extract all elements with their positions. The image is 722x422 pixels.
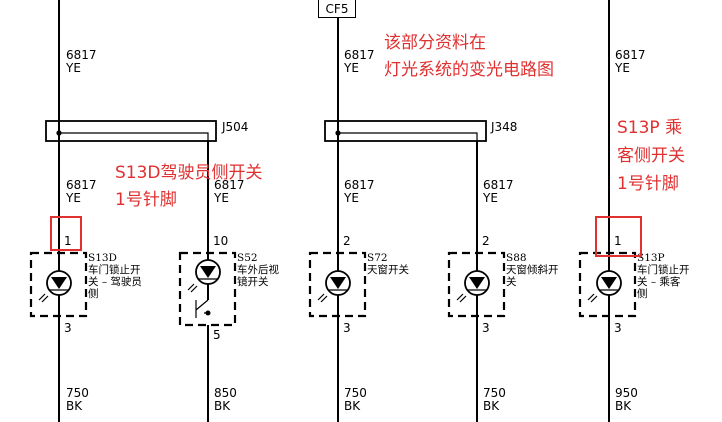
pin-bottom-s88: 3 (482, 321, 490, 335)
pin-top-s72: 2 (343, 234, 351, 248)
pin-top-s13d: 1 (64, 234, 72, 248)
pin-bottom-s52: 5 (213, 328, 221, 342)
annotation-passenger-pin: S13P 乘 客侧开关 1号针脚 (617, 118, 685, 194)
wire-label-bottom-2: 850 BK (214, 386, 237, 413)
pin-bottom-s13p: 3 (614, 321, 622, 335)
wire-label-top-3: 6817 YE (344, 48, 375, 75)
wire-label-bottom-4: 750 BK (483, 386, 506, 413)
connector-box-j348 (324, 120, 487, 142)
connector-cf5: CF5 (318, 0, 356, 18)
wire-label-mid-4: 6817 YE (483, 178, 514, 205)
wire-label-bottom-3: 750 BK (344, 386, 367, 413)
connector-label-j504: J504 (222, 120, 249, 134)
wire-label-top-1: 6817 YE (66, 48, 97, 75)
wire-label-bottom-1: 750 BK (66, 386, 89, 413)
annotation-driver-pin: S13D驾驶员侧开关 1号针脚 (115, 163, 263, 210)
pin-top-s52: 10 (213, 234, 229, 248)
switch-s13d-symbol (29, 250, 88, 318)
wire-label-bottom-5: 950 BK (615, 386, 638, 413)
connector-label-j348: J348 (491, 120, 518, 134)
wire-label-top-5: 6817 YE (615, 48, 646, 75)
wire-label-mid-2: 6817 YE (214, 178, 245, 205)
switch-label-s13p: S13P 车门锁止开 关 – 乘客 侧 (637, 252, 690, 300)
splice-bus-j348 (338, 132, 478, 141)
switch-s72-symbol (308, 250, 367, 318)
pin-bottom-s72: 3 (343, 321, 351, 335)
switch-s88-symbol (447, 250, 506, 318)
pin-top-s88: 2 (482, 234, 490, 248)
highlight-box-s13p-pin1 (595, 216, 642, 257)
highlight-box-s13d-pin1 (50, 216, 82, 251)
switch-s52-symbol (178, 250, 237, 327)
connector-box-j504 (45, 120, 217, 142)
switch-label-s88: S88 天窗倾斜开 关 (506, 252, 559, 288)
splice-bus-j504 (59, 132, 209, 141)
switch-label-s72: S72 天窗开关 (367, 252, 409, 276)
note-lighting-reference: 该部分资料在 灯光系统的变光电路图 (384, 33, 554, 80)
wire-label-mid-1: 6817 YE (66, 178, 97, 205)
wire-label-mid-3: 6817 YE (344, 178, 375, 205)
switch-label-s13d: S13D 车门锁止开 关 – 驾驶员 侧 (88, 252, 142, 300)
switch-label-s52: S52 车外后视 镜开关 (237, 252, 279, 288)
switch-s13p-symbol (578, 250, 637, 318)
pin-bottom-s13d: 3 (64, 321, 72, 335)
pin-top-s13p: 1 (614, 234, 622, 248)
